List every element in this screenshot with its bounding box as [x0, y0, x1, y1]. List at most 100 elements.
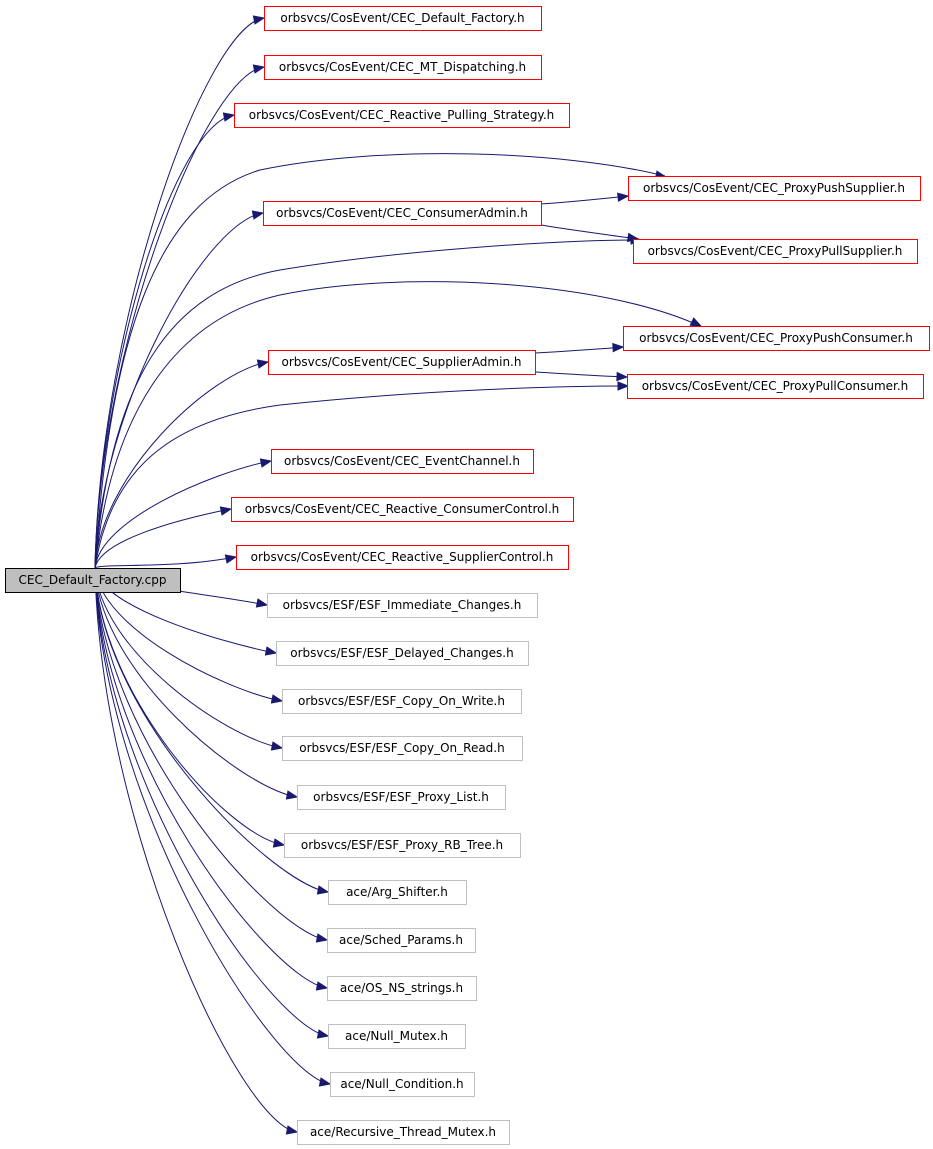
- node-box: [330, 1072, 475, 1097]
- node-label: orbsvcs/ESF/ESF_Immediate_Changes.h: [283, 598, 522, 612]
- arrowhead: [315, 933, 329, 943]
- arrowhead: [224, 554, 238, 564]
- node-n24[interactable]: ace/Recursive_Thread_Mutex.h: [297, 1120, 510, 1145]
- edge-root-n19: [94, 567, 330, 895]
- node-box: [276, 641, 529, 666]
- edge-line: [540, 195, 629, 205]
- edge-root-n10: [94, 458, 273, 569]
- edge-line: [94, 567, 327, 989]
- node-n12[interactable]: orbsvcs/CosEvent/CEC_Reactive_SupplierCo…: [236, 545, 569, 570]
- edge-line: [540, 224, 639, 240]
- arrowhead: [617, 192, 630, 202]
- node-n11[interactable]: orbsvcs/CosEvent/CEC_Reactive_ConsumerCo…: [231, 497, 574, 522]
- edge-line: [94, 66, 264, 569]
- node-label: orbsvcs/CosEvent/CEC_SupplierAdmin.h: [282, 355, 522, 369]
- node-box: [236, 545, 569, 570]
- node-label: ace/Arg_Shifter.h: [346, 885, 448, 899]
- node-label: orbsvcs/CosEvent/CEC_ProxyPushConsumer.h: [639, 331, 913, 345]
- nodes-layer: CEC_Default_Factory.cpp orbsvcs/CosEvent/…: [5, 6, 930, 1145]
- edge-n8-n9: [534, 371, 629, 382]
- node-n18[interactable]: orbsvcs/ESF/ESF_Proxy_RB_Tree.h: [284, 833, 521, 858]
- arrowhead: [616, 371, 629, 382]
- edge-root-n5: [94, 210, 265, 569]
- edge-root-n8: [94, 359, 270, 569]
- edge-n8-n7: [534, 342, 625, 354]
- node-box: [623, 326, 930, 351]
- edge-root-n2: [94, 64, 266, 569]
- node-n3[interactable]: orbsvcs/CosEvent/CEC_Reactive_Pulling_St…: [234, 103, 570, 128]
- node-n7[interactable]: orbsvcs/CosEvent/CEC_ProxyPushConsumer.h: [623, 326, 930, 351]
- node-label: ace/Null_Mutex.h: [345, 1029, 448, 1043]
- arrowhead: [272, 838, 286, 848]
- edge-root-n20: [94, 567, 329, 943]
- node-label: orbsvcs/CosEvent/CEC_ProxyPushSupplier.h: [643, 181, 905, 195]
- node-n22[interactable]: ace/Null_Mutex.h: [328, 1024, 466, 1049]
- arrowhead: [270, 741, 284, 751]
- arrowhead: [285, 790, 299, 800]
- node-n1[interactable]: orbsvcs/CosEvent/CEC_Default_Factory.h: [264, 6, 542, 31]
- edge-line: [94, 385, 628, 569]
- node-label: orbsvcs/CosEvent/CEC_Reactive_SupplierCo…: [251, 550, 554, 564]
- node-box: [327, 928, 476, 953]
- node-box: [5, 568, 181, 593]
- node-box: [271, 449, 534, 474]
- node-label: orbsvcs/CosEvent/CEC_ProxyPullSupplier.h: [648, 244, 903, 258]
- node-n14[interactable]: orbsvcs/ESF/ESF_Delayed_Changes.h: [276, 641, 529, 666]
- arrowhead: [689, 317, 703, 327]
- edge-n5-n4: [540, 192, 630, 205]
- node-n13[interactable]: orbsvcs/ESF/ESF_Immediate_Changes.h: [267, 593, 538, 618]
- edge-line: [94, 17, 264, 569]
- edge-line: [94, 361, 268, 569]
- node-box: [267, 593, 538, 618]
- node-n20[interactable]: ace/Sched_Params.h: [327, 928, 476, 953]
- node-n17[interactable]: orbsvcs/ESF/ESF_Proxy_List.h: [297, 785, 506, 810]
- edge-line: [94, 567, 330, 1085]
- edge-line: [94, 153, 666, 569]
- node-box: [628, 176, 921, 201]
- arrowhead: [251, 210, 265, 220]
- arrowhead: [252, 15, 266, 25]
- node-n5[interactable]: orbsvcs/CosEvent/CEC_ConsumerAdmin.h: [263, 201, 542, 226]
- node-box: [264, 6, 542, 31]
- node-label: orbsvcs/CosEvent/CEC_Default_Factory.h: [280, 11, 524, 25]
- node-box: [297, 785, 506, 810]
- node-n21[interactable]: ace/OS_NS_strings.h: [327, 976, 477, 1001]
- node-box: [231, 497, 574, 522]
- edge-root-n1: [94, 15, 266, 569]
- arrowhead: [316, 885, 330, 895]
- node-label: orbsvcs/ESF/ESF_Proxy_RB_Tree.h: [301, 838, 503, 852]
- edges-layer: [94, 15, 703, 1135]
- edge-line: [94, 567, 297, 1133]
- node-box: [328, 1024, 466, 1049]
- node-n23[interactable]: ace/Null_Condition.h: [330, 1072, 475, 1097]
- arrowhead: [264, 646, 278, 656]
- node-label: orbsvcs/CosEvent/CEC_ProxyPullConsumer.h: [642, 379, 909, 393]
- node-box: [282, 736, 523, 761]
- node-label: ace/Sched_Params.h: [339, 933, 463, 947]
- node-label: orbsvcs/ESF/ESF_Proxy_List.h: [313, 790, 489, 804]
- node-n10[interactable]: orbsvcs/CosEvent/CEC_EventChannel.h: [271, 449, 534, 474]
- node-n19[interactable]: ace/Arg_Shifter.h: [328, 880, 467, 905]
- node-n2[interactable]: orbsvcs/CosEvent/CEC_MT_Dispatching.h: [264, 55, 542, 80]
- node-box: [282, 689, 522, 714]
- arrowhead: [255, 598, 269, 608]
- arrowhead: [256, 359, 270, 369]
- node-label: orbsvcs/CosEvent/CEC_ConsumerAdmin.h: [276, 206, 528, 220]
- node-label: orbsvcs/CosEvent/CEC_MT_Dispatching.h: [279, 60, 526, 74]
- node-n16[interactable]: orbsvcs/ESF/ESF_Copy_On_Read.h: [282, 736, 523, 761]
- node-n9[interactable]: orbsvcs/CosEvent/CEC_ProxyPullConsumer.h: [627, 374, 924, 399]
- edge-line: [94, 567, 328, 893]
- edge-root-n11: [94, 506, 233, 569]
- node-label: CEC_Default_Factory.cpp: [19, 573, 167, 587]
- node-label: orbsvcs/ESF/ESF_Delayed_Changes.h: [290, 646, 513, 660]
- arrowhead: [219, 506, 233, 516]
- node-box: [633, 239, 918, 264]
- node-n8[interactable]: orbsvcs/CosEvent/CEC_SupplierAdmin.h: [268, 350, 536, 375]
- node-n15[interactable]: orbsvcs/ESF/ESF_Copy_On_Write.h: [282, 689, 522, 714]
- node-n4[interactable]: orbsvcs/CosEvent/CEC_ProxyPushSupplier.h: [628, 176, 921, 201]
- edge-line: [94, 114, 234, 569]
- edge-root-n12: [94, 554, 238, 569]
- node-n6[interactable]: orbsvcs/CosEvent/CEC_ProxyPullSupplier.h: [633, 239, 918, 264]
- node-box: [627, 374, 924, 399]
